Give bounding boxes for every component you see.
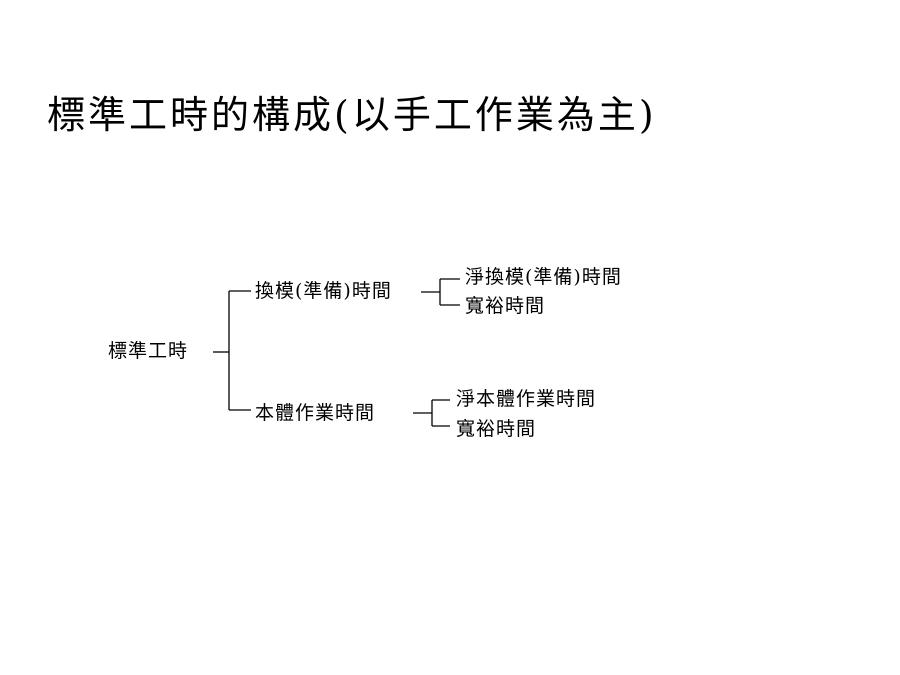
main-work-time-node: 本體作業時間 <box>255 402 376 424</box>
main-work-allowance-node: 寬裕時間 <box>456 418 537 440</box>
net-main-work-time-node: 淨本體作業時間 <box>456 388 597 410</box>
net-changeover-time-node: 淨換模(準備)時間 <box>465 266 622 288</box>
changeover-allowance-node: 寬裕時間 <box>465 295 546 317</box>
changeover-time-node: 換模(準備)時間 <box>255 280 392 302</box>
slide-title: 標準工時的構成(以手工作業為主) <box>47 93 657 137</box>
root-node: 標準工時 <box>108 340 189 362</box>
